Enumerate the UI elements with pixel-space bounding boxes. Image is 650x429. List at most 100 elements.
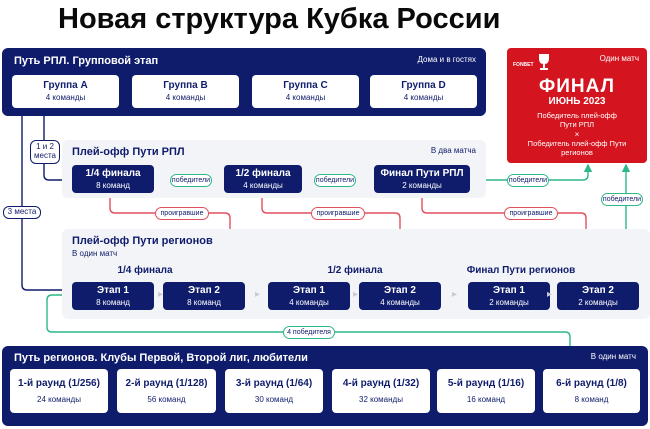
- regions-playoff-note: В один матч: [72, 249, 118, 258]
- chevron-right-icon: ▸: [255, 289, 261, 300]
- round-name: 2-й раунд (1/128): [125, 378, 208, 389]
- round-teams: 2 команды: [402, 181, 442, 190]
- regions-round-card: 4-й раунд (1/32) 32 команды: [332, 369, 430, 413]
- round-teams: 8 команд: [574, 395, 609, 404]
- losers-label: проигравшие: [504, 207, 558, 220]
- stage-teams: 4 команды: [380, 298, 420, 307]
- cup-final-card: FONBET Один матч ФИНАЛ ИЮНЬ 2023 Победит…: [507, 48, 647, 163]
- stage-teams: 8 команд: [96, 298, 130, 307]
- final-vs: ×: [574, 130, 580, 139]
- rpl-final-card: Финал Пути РПЛ 2 команды: [374, 165, 470, 193]
- group-name: Группа В: [163, 80, 208, 91]
- stage-name: Этап 2: [384, 285, 416, 296]
- round-name: 5-й раунд (1/16): [447, 378, 525, 389]
- final-title: ФИНАЛ: [539, 76, 615, 97]
- places-3-label: 3 места: [3, 206, 41, 219]
- group-teams: 4 команды: [45, 93, 86, 102]
- round-teams: 16 команд: [466, 395, 506, 404]
- losers-label: проигравшие: [155, 207, 209, 220]
- regions-stage-card: Этап 1 8 команд: [72, 282, 154, 310]
- chevron-right-icon: ▸: [547, 289, 553, 300]
- group-a-card: Группа А 4 команды: [12, 75, 119, 108]
- regions-stage-card: Этап 2 2 команды: [557, 282, 639, 310]
- rpl-group-panel: Путь РПЛ. Групповой этап Дома и в гостях…: [2, 48, 486, 116]
- round-name: 3-й раунд (1/64): [235, 378, 313, 389]
- round-name: 1-й раунд (1/256): [18, 378, 100, 389]
- stage-teams: 2 команды: [578, 298, 618, 307]
- line-group-to-regions-stage: [21, 112, 72, 295]
- final-date: ИЮНЬ 2023: [548, 96, 606, 107]
- winners-label: победители: [314, 174, 356, 187]
- round-name: 1/2 финала: [235, 168, 291, 179]
- chevron-right-icon: ▸: [452, 289, 458, 300]
- round-teams: 24 команды: [37, 395, 81, 404]
- stage-name: Этап 1: [293, 285, 325, 296]
- rpl-group-note: Дома и в гостях: [417, 55, 476, 64]
- round-teams: 4 команды: [243, 181, 283, 190]
- rpl-quarter-final-card: 1/4 финала 8 команд: [72, 165, 154, 193]
- group-teams: 4 команды: [285, 93, 326, 102]
- trophy-icon: [537, 53, 551, 71]
- round-teams: 32 команды: [359, 395, 403, 404]
- round-name: 1/4 финала: [85, 168, 141, 179]
- line-rpl-final-to-cup-final: [470, 163, 593, 181]
- page-title: Новая структура Кубка России: [58, 3, 501, 35]
- round-teams: 8 команд: [96, 181, 130, 190]
- final-side-a: Победитель плей-офф Пути РПЛ: [537, 111, 617, 129]
- group-d-card: Группа D 4 команды: [370, 75, 477, 108]
- regions-path-note: В один матч: [590, 352, 636, 361]
- regions-quarter-subtitle: 1/4 финала: [117, 265, 173, 276]
- group-c-card: Группа С 4 команды: [252, 75, 359, 108]
- group-teams: 4 команды: [165, 93, 206, 102]
- four-winners-label: 4 победителя: [283, 326, 335, 339]
- regions-stage-card: Этап 2 4 команды: [359, 282, 441, 310]
- regions-path-panel: Путь регионов. Клубы Первой, Второй лиг,…: [2, 346, 648, 426]
- regions-final-subtitle: Финал Пути регионов: [466, 265, 576, 276]
- line-regions-round6-to-playoff: [46, 290, 571, 367]
- losers-label: проигравшие: [311, 207, 365, 220]
- regions-round-card: 2-й раунд (1/128) 56 команд: [117, 369, 216, 413]
- final-side-b: Победитель плей-офф Пути регионов: [527, 139, 627, 157]
- round-teams: 30 команд: [254, 395, 294, 404]
- regions-playoff-title: Плей-офф Пути регионов: [72, 235, 213, 247]
- regions-path-title: Путь регионов. Клубы Первой, Второй лиг,…: [14, 352, 308, 364]
- regions-stage-card: Этап 1 2 команды: [468, 282, 550, 310]
- regions-round-card: 3-й раунд (1/64) 30 команд: [225, 369, 323, 413]
- winners-label: победители: [601, 193, 643, 206]
- round-name: Финал Пути РПЛ: [380, 168, 464, 179]
- stage-name: Этап 1: [97, 285, 129, 296]
- round-teams: 56 команд: [147, 395, 186, 404]
- group-b-card: Группа В 4 команды: [132, 75, 239, 108]
- regions-round-card: 5-й раунд (1/16) 16 команд: [437, 369, 535, 413]
- regions-stage-card: Этап 1 4 команды: [268, 282, 350, 310]
- rpl-playoff-note: В два матча: [430, 146, 476, 155]
- regions-playoff-panel: Плей-офф Пути регионов В один матч: [62, 229, 650, 319]
- chevron-right-icon: ▸: [158, 289, 164, 300]
- group-teams: 4 команды: [403, 93, 444, 102]
- chevron-right-icon: ▸: [353, 289, 359, 300]
- stage-teams: 8 команд: [187, 298, 221, 307]
- rpl-playoff-title: Плей-офф Пути РПЛ: [72, 146, 185, 158]
- rpl-group-title: Путь РПЛ. Групповой этап: [14, 55, 159, 67]
- final-note: Один матч: [599, 54, 639, 63]
- regions-stage-card: Этап 2 8 команд: [163, 282, 245, 310]
- round-name: 6-й раунд (1/8): [556, 378, 627, 389]
- stage-name: Этап 2: [188, 285, 220, 296]
- rpl-semi-final-card: 1/2 финала 4 команды: [224, 165, 302, 193]
- stage-teams: 2 команды: [489, 298, 529, 307]
- group-name: Группа D: [401, 80, 446, 91]
- stage-name: Этап 1: [493, 285, 525, 296]
- winners-label: победители: [507, 174, 549, 187]
- stage-name: Этап 2: [582, 285, 614, 296]
- round-name: 4-й раунд (1/32): [342, 378, 420, 389]
- group-name: Группа С: [283, 80, 328, 91]
- line-group-to-rpl-quarter: [43, 112, 72, 185]
- regions-round-card: 1-й раунд (1/256) 24 команды: [10, 369, 108, 413]
- regions-semi-subtitle: 1/2 финала: [327, 265, 383, 276]
- stage-teams: 4 команды: [289, 298, 329, 307]
- places-1-2-label: 1 и 2 места: [30, 140, 60, 164]
- group-name: Группа А: [43, 80, 88, 91]
- regions-round-card: 6-й раунд (1/8) 8 команд: [543, 369, 640, 413]
- sponsor-logo: FONBET: [513, 62, 534, 68]
- winners-label: победители: [170, 174, 212, 187]
